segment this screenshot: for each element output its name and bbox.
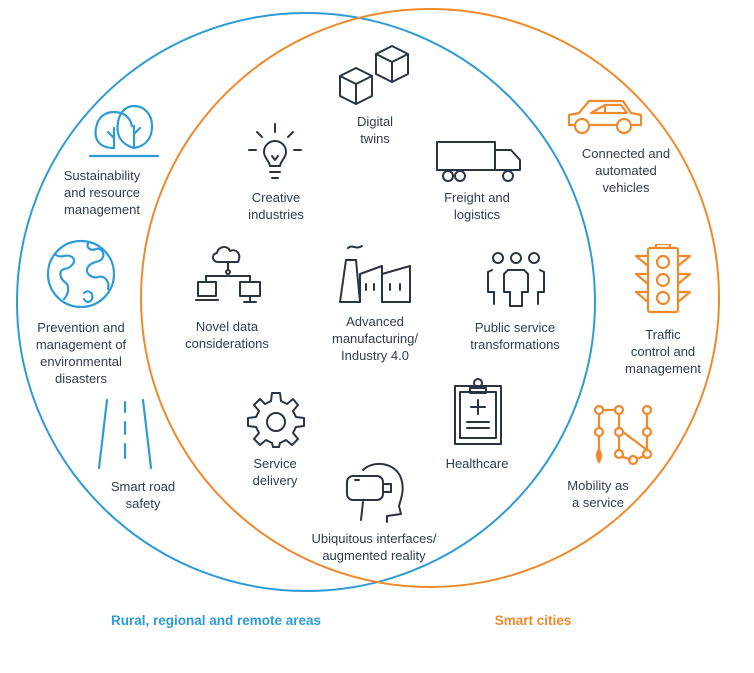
- rural-caption: Rural, regional and remote areas: [110, 613, 322, 628]
- freight-logistics-label: Freight and logistics: [444, 190, 510, 222]
- route-icon: [593, 404, 653, 466]
- network-icon: [195, 246, 261, 303]
- environmental-disasters-label: Prevention and management of environment…: [35, 320, 127, 386]
- digital-twins-label: Digital twins: [356, 114, 394, 146]
- smart-cities-caption: Smart cities: [494, 613, 572, 628]
- connected-vehicles-label: Connected and automated vehicles: [581, 146, 671, 195]
- novel-data-label: Novel data considerations: [185, 319, 269, 351]
- traffic-control-label: Traffic control and management: [625, 327, 701, 376]
- road-icon: [97, 398, 153, 470]
- trees-icon: [88, 104, 160, 158]
- traffic-light-icon: [634, 244, 692, 314]
- car-icon: [567, 99, 643, 135]
- cubes-icon: [339, 45, 409, 105]
- ubiquitous-interfaces-label: Ubiquitous interfaces/ augmented reality: [311, 531, 437, 563]
- creative-industries-label: Creative industries: [248, 190, 304, 222]
- sustainability-label: Sustainability and resource management: [63, 168, 141, 217]
- vr-headset-icon: [346, 462, 404, 523]
- smart-cities-circle: [140, 8, 720, 588]
- smart-road-safety-label: Smart road safety: [110, 479, 176, 511]
- advanced-manufacturing-label: Advanced manufacturing/ Industry 4.0: [332, 314, 418, 363]
- service-delivery-label: Service delivery: [252, 456, 298, 488]
- people-icon: [487, 252, 545, 307]
- factory-icon: [339, 245, 411, 303]
- mobility-service-label: Mobility as a service: [567, 478, 629, 510]
- truck-icon: [436, 141, 521, 182]
- globe-icon: [46, 239, 116, 309]
- public-service-label: Public service transformations: [470, 320, 560, 352]
- rural-circle: [16, 12, 596, 592]
- healthcare-label: Healthcare: [445, 456, 509, 471]
- clipboard-icon: [454, 378, 502, 445]
- lightbulb-icon: [248, 123, 302, 179]
- gear-icon: [247, 392, 305, 448]
